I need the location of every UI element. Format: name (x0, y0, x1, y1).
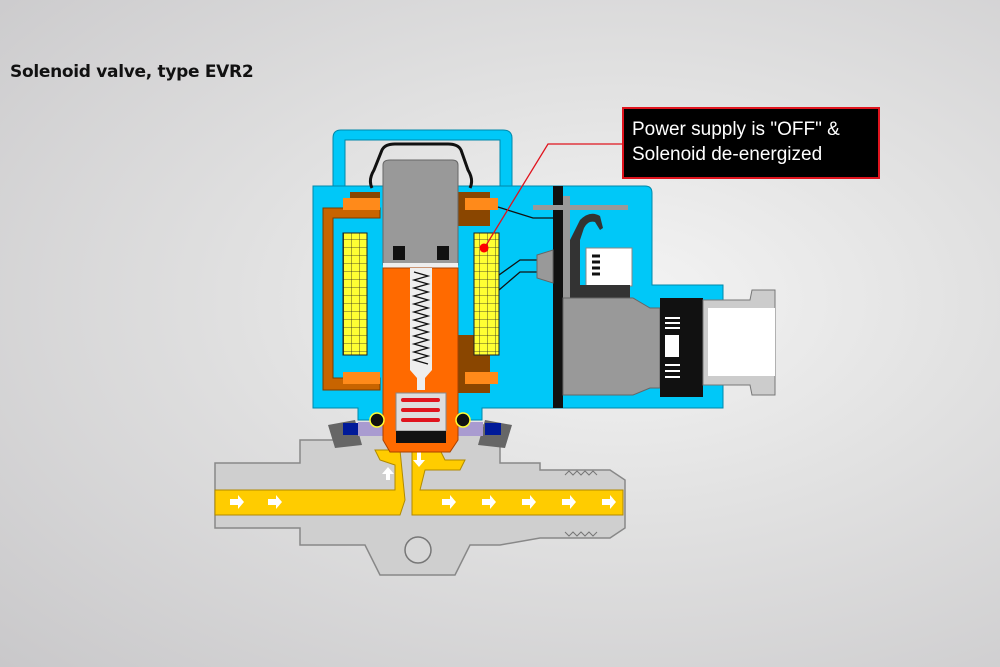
callout-line-1: Power supply is "OFF" & (632, 119, 840, 140)
coil-right (473, 232, 500, 356)
callout-line-2: Solenoid de-energized (632, 144, 823, 165)
refrigerant-flow (214, 449, 624, 516)
coil-left (342, 232, 368, 356)
status-callout: Power supply is "OFF" & Solenoid de-ener… (622, 107, 880, 179)
spring (411, 271, 431, 365)
page-title: Solenoid valve, type EVR2 (10, 62, 254, 82)
